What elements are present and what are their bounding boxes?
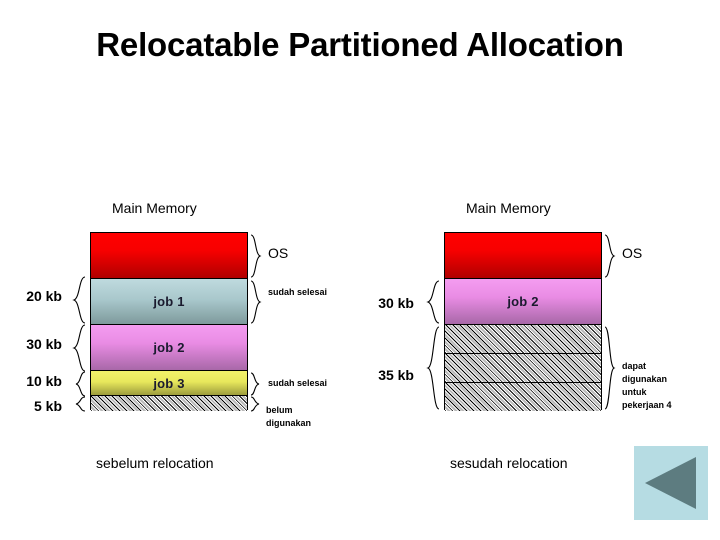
after-block-free-3[interactable] <box>445 383 601 411</box>
after-note-free-line4: pekerjaan 4 <box>622 400 672 410</box>
before-block-free[interactable] <box>91 396 247 411</box>
after-memory-column: job 2 <box>444 232 602 411</box>
before-brace-5kb <box>75 396 86 412</box>
after-brace-35kb <box>426 326 440 410</box>
after-block-free-2[interactable] <box>445 354 601 383</box>
after-brace-free <box>604 326 616 410</box>
after-brace-os <box>604 234 616 278</box>
after-block-free-1[interactable] <box>445 325 601 354</box>
before-brace-job3-status <box>250 372 260 396</box>
before-size-label-20kb: 20 kb <box>26 288 62 304</box>
before-brace-10kb <box>75 371 86 397</box>
after-size-label-30kb: 30 kb <box>378 295 414 311</box>
before-brace-os <box>250 234 262 278</box>
before-block-job1[interactable]: job 1 <box>91 279 247 325</box>
after-block-job2[interactable]: job 2 <box>445 279 601 325</box>
before-size-label-10kb: 10 kb <box>26 373 62 389</box>
before-caption: sebelum relocation <box>96 455 214 471</box>
before-block-job2[interactable]: job 2 <box>91 325 247 371</box>
before-brace-30kb <box>72 324 86 372</box>
before-memory-column: job 1 job 2 job 3 <box>90 232 248 411</box>
after-caption: sesudah relocation <box>450 455 568 471</box>
after-brace-30kb <box>426 280 440 324</box>
after-note-os: OS <box>622 245 643 261</box>
after-block-os[interactable] <box>445 233 601 279</box>
before-note-free-status-line1: belum <box>266 405 293 415</box>
before-brace-free-status <box>250 396 260 412</box>
before-size-label-30kb: 30 kb <box>26 336 62 352</box>
before-block-job3[interactable]: job 3 <box>91 371 247 396</box>
before-block-os[interactable] <box>91 233 247 279</box>
before-note-job1-status: sudah selesai <box>268 287 328 297</box>
after-note-free-line3: untuk <box>622 387 647 397</box>
after-note-free-line2: digunakan <box>622 374 668 384</box>
back-button[interactable] <box>634 446 708 520</box>
before-note-free-status-line2: digunakan <box>266 418 312 428</box>
before-note-os: OS <box>268 245 289 261</box>
before-brace-job1-status <box>250 280 262 324</box>
page-title: Relocatable Partitioned Allocation <box>96 26 624 63</box>
after-size-label-35kb: 35 kb <box>378 367 414 383</box>
before-brace-20kb <box>72 276 86 324</box>
after-note-free-line1: dapat <box>622 361 647 371</box>
after-main-memory-heading: Main Memory <box>466 200 551 216</box>
before-main-memory-heading: Main Memory <box>112 200 197 216</box>
triangle-left-icon <box>645 457 696 509</box>
before-note-job3-status: sudah selesai <box>268 378 328 388</box>
before-size-label-5kb: 5 kb <box>33 398 62 414</box>
